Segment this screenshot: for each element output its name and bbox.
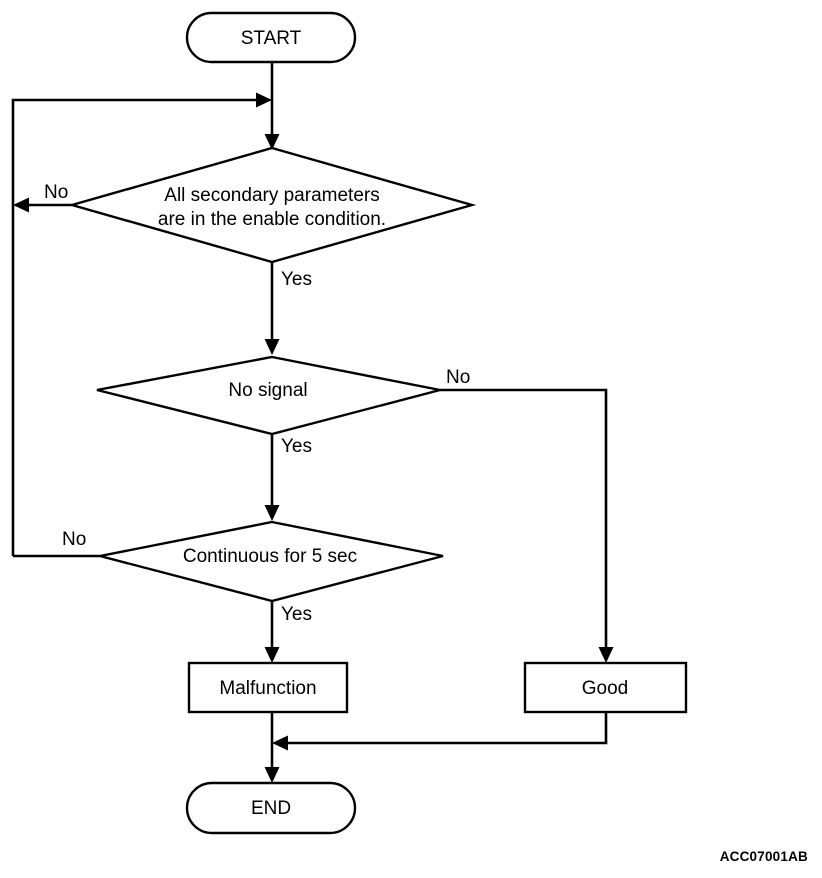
node-decision-continuous-label: Continuous for 5 sec	[183, 546, 357, 567]
node-result-good-label: Good	[582, 678, 628, 699]
node-decision-secondary-parameters-label-line1: All secondary parameters	[164, 185, 379, 206]
node-decision-no-signal[interactable]	[96, 355, 441, 436]
node-decision-no-signal-label: No signal	[228, 380, 307, 401]
arrowhead-into-decision1	[264, 134, 280, 150]
edge-label-decision2-yes: Yes	[281, 436, 312, 457]
node-decision-secondary-parameters[interactable]	[67, 146, 477, 264]
node-end[interactable]	[185, 781, 357, 835]
connector-good-merge	[282, 712, 608, 745]
figure-code-label: ACC07001AB	[719, 849, 808, 864]
node-result-good[interactable]	[523, 661, 688, 714]
node-start[interactable]	[185, 11, 357, 64]
edge-label-decision1-no: No	[44, 182, 68, 203]
connector-feedback-loop	[11, 98, 262, 556]
edge-label-decision3-no: No	[62, 529, 86, 550]
connector-decision2-no	[440, 388, 608, 653]
node-start-label: START	[241, 28, 302, 49]
edge-label-decision1-yes: Yes	[281, 269, 312, 290]
arrowhead-feedback-into-spine	[256, 92, 272, 108]
arrowhead-into-good	[598, 647, 614, 663]
arrowhead-into-end	[264, 767, 280, 783]
arrowhead-decision1-no	[13, 197, 29, 213]
node-result-malfunction-label: Malfunction	[219, 678, 316, 699]
node-decision-continuous[interactable]	[99, 520, 444, 603]
node-result-malfunction[interactable]	[187, 661, 349, 714]
arrowhead-into-decision3	[264, 505, 280, 521]
arrowhead-into-malfunction	[264, 647, 280, 663]
arrowhead-into-decision2	[264, 339, 280, 355]
arrowhead-merge-into-spine	[272, 735, 288, 751]
edge-label-decision2-no: No	[446, 367, 470, 388]
edge-label-decision3-yes: Yes	[281, 604, 312, 625]
node-decision-secondary-parameters-label-line2: are in the enable condition.	[158, 209, 386, 230]
node-end-label: END	[251, 798, 291, 819]
